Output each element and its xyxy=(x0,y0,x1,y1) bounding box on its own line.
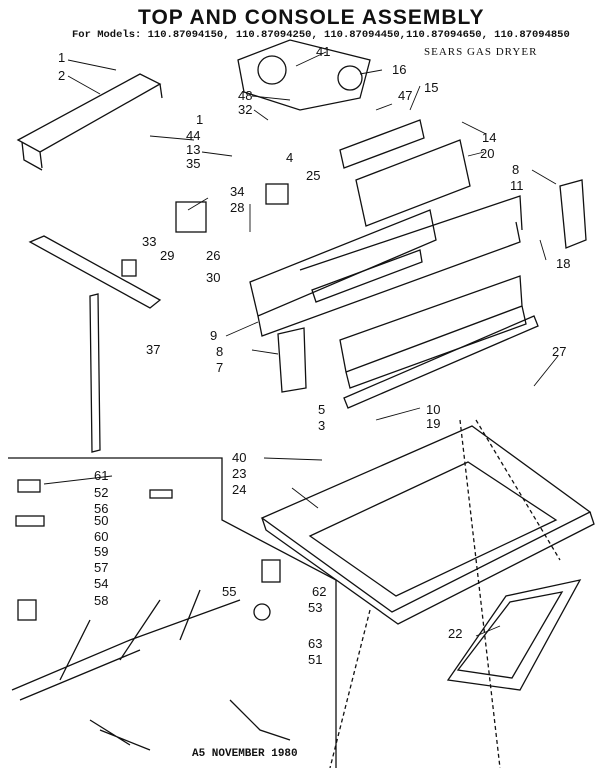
callout-label: 28 xyxy=(230,200,244,215)
callout-label: 32 xyxy=(238,102,252,117)
product-subtitle: SEARS GAS DRYER xyxy=(424,46,538,58)
part-icon xyxy=(17,599,37,621)
callout-label: 47 xyxy=(398,88,412,103)
door-inner xyxy=(456,591,564,679)
knob-part xyxy=(337,65,363,91)
leader-dashes xyxy=(329,419,561,768)
callout-label: 5 xyxy=(318,402,325,417)
callout-label: 52 xyxy=(94,485,108,500)
callout-label: 4 xyxy=(286,150,293,165)
callout-label: 14 xyxy=(482,130,496,145)
rear-panel xyxy=(16,73,163,169)
callout-label: 29 xyxy=(160,248,174,263)
callout-label: 10 xyxy=(426,402,440,417)
knob-frame xyxy=(237,39,371,111)
callout-label: 8 xyxy=(216,344,223,359)
callout-label: 59 xyxy=(94,544,108,559)
callout-label: 11 xyxy=(510,178,524,193)
callout-label: 1 xyxy=(58,50,65,65)
part-icon xyxy=(15,515,45,527)
harness-box-border xyxy=(8,457,337,768)
dryer-top xyxy=(260,425,592,613)
callout-label: 58 xyxy=(94,593,108,608)
callout-label: 50 xyxy=(94,513,108,528)
callout-label: 48 xyxy=(238,88,252,103)
callout-label: 3 xyxy=(318,418,325,433)
callout-label: 19 xyxy=(426,416,440,431)
wire-harness xyxy=(89,699,291,751)
callout-label: 1 xyxy=(196,112,203,127)
callout-label: 44 xyxy=(186,128,200,143)
callout-label: 55 xyxy=(222,584,236,599)
model-numbers: For Models: 110.87094150, 110.87094250, … xyxy=(72,29,570,41)
callout-label: 33 xyxy=(142,234,156,249)
callout-label: 40 xyxy=(232,450,246,465)
console-lower-panel xyxy=(339,275,523,373)
callout-label: 60 xyxy=(94,529,108,544)
callout-numbers: 1 2 41 16 47 15 48 32 1 44 13 35 4 25 14… xyxy=(58,44,570,667)
callout-label: 37 xyxy=(146,342,160,357)
callout-label: 51 xyxy=(308,652,322,667)
console-front xyxy=(257,221,521,337)
callout-label: 16 xyxy=(392,62,406,77)
callout-label: 24 xyxy=(232,482,246,497)
callout-label: 20 xyxy=(480,146,494,161)
callout-label: 7 xyxy=(216,360,223,375)
callout-label: 54 xyxy=(94,576,108,591)
dryer-top-edge xyxy=(261,511,595,625)
part-icon xyxy=(175,201,207,233)
callout-label: 27 xyxy=(552,344,566,359)
callout-label: 23 xyxy=(232,466,246,481)
leader-lines xyxy=(43,51,559,637)
part-icon xyxy=(149,489,173,499)
callout-label: 18 xyxy=(556,256,570,271)
callout-label: 53 xyxy=(308,600,322,615)
graphic-panel xyxy=(355,139,471,227)
part-icon xyxy=(17,479,41,493)
console-window xyxy=(311,249,423,303)
callout-label: 63 xyxy=(308,636,322,651)
console-back xyxy=(299,195,523,271)
console-lower-edge xyxy=(345,305,527,389)
wire-harness xyxy=(11,589,241,701)
rail xyxy=(343,315,539,409)
callout-label: 56 xyxy=(94,501,108,516)
support-rod xyxy=(89,293,101,453)
end-cap xyxy=(277,327,307,393)
callout-label: 57 xyxy=(94,560,108,575)
callout-label: 2 xyxy=(58,68,65,83)
lens-panel xyxy=(339,119,425,169)
callout-label: 62 xyxy=(312,584,326,599)
part-icon xyxy=(261,559,281,583)
callout-label: 35 xyxy=(186,156,200,171)
callout-label: 41 xyxy=(316,44,330,59)
callout-label: 9 xyxy=(210,328,217,343)
dryer-top-recess xyxy=(308,461,558,597)
callout-label: 13 xyxy=(186,142,200,157)
callout-label: 34 xyxy=(230,184,244,199)
part-icon xyxy=(121,259,137,277)
door-panel xyxy=(446,579,582,691)
callout-label: 30 xyxy=(206,270,220,285)
callout-label: 25 xyxy=(306,168,320,183)
end-cap xyxy=(559,179,587,249)
rear-panel-edge xyxy=(21,141,43,171)
callout-label: 8 xyxy=(512,162,519,177)
part-icon xyxy=(253,603,271,621)
callout-label: 15 xyxy=(424,80,438,95)
revision-date: A5 NOVEMBER 1980 xyxy=(192,748,298,760)
callout-label: 22 xyxy=(448,626,462,641)
bracket xyxy=(28,235,162,309)
knob-part xyxy=(257,55,287,85)
part-icon xyxy=(265,183,289,205)
callout-label: 26 xyxy=(206,248,220,263)
title-text: TOP AND CONSOLE ASSEMBLY xyxy=(138,6,485,29)
callout-label: 61 xyxy=(94,468,108,483)
console-top xyxy=(249,209,437,317)
